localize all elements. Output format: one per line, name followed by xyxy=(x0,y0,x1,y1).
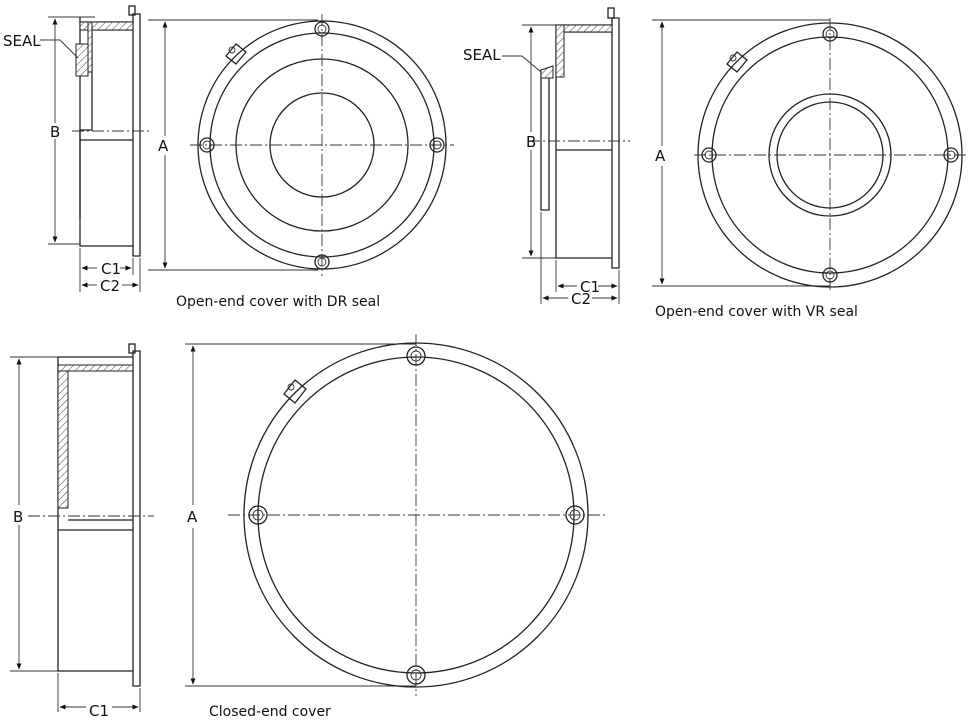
fig1-c2-label: C2 xyxy=(100,277,120,295)
fig2-c2-label: C2 xyxy=(571,290,591,308)
fig1-seal-label: SEAL xyxy=(3,32,41,50)
fig3-b-label: B xyxy=(13,508,23,526)
fig2-seal-label: SEAL xyxy=(463,46,501,64)
fig2-front-view xyxy=(652,18,966,292)
fig3-c1-label: C1 xyxy=(89,702,109,720)
fig3-front-view xyxy=(185,334,606,696)
fig2-b-label: B xyxy=(526,133,536,151)
fig1-caption: Open-end cover with DR seal xyxy=(176,294,380,310)
fig2-a-label: A xyxy=(655,147,666,165)
fig1-a-label: A xyxy=(158,137,169,155)
fig1-b-label: B xyxy=(50,123,60,141)
fig3-caption: Closed-end cover xyxy=(209,704,331,720)
fig2-c1-label: C1 xyxy=(580,278,600,296)
fig3-a-label: A xyxy=(187,508,198,526)
fig2-side-view xyxy=(502,7,630,304)
fig1-front-view xyxy=(148,14,454,276)
fig3-side-view xyxy=(10,343,154,712)
fig1-side-view xyxy=(40,5,152,292)
fig1-c1-label: C1 xyxy=(101,260,121,278)
fig2-caption: Open-end cover with VR seal xyxy=(655,304,858,320)
